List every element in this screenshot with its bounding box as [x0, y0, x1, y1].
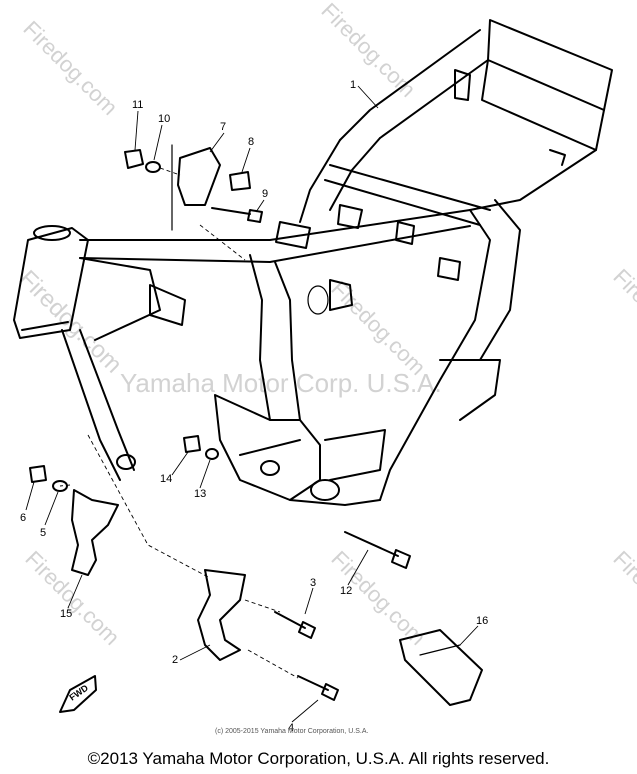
part-9-bolt	[211, 207, 251, 215]
part-7-plate	[177, 147, 221, 206]
watermark-right: Firedog.com	[608, 264, 637, 368]
watermark-yamaha-center: Yamaha Motor Corp. U.S.A.	[120, 368, 442, 398]
fwd-arrow-icon: FWD	[59, 675, 97, 713]
part-2-bracket	[197, 569, 246, 661]
callout-16: 16	[476, 615, 488, 627]
part-15-bracket	[71, 489, 119, 576]
callout-10: 10	[158, 113, 170, 125]
watermark-top-left: Firedog.com	[18, 16, 122, 120]
watermark-bottom-right: Firedog.com	[608, 546, 637, 650]
watermark-top-center: Firedog.com	[316, 0, 420, 102]
watermark-left-middle: Firedog.com	[14, 265, 127, 378]
callout-11: 11	[132, 99, 143, 111]
frame-exploded-diagram: Firedog.com Firedog.com Firedog.com Fire…	[13, 0, 637, 735]
fine-print-copyright: (c) 2005-2015 Yamaha Motor Corporation, …	[215, 728, 368, 735]
callout-14: 14	[160, 473, 172, 485]
watermark-layer: Firedog.com Firedog.com Firedog.com Fire…	[14, 0, 637, 650]
watermark-bottom-center: Firedog.com	[326, 546, 430, 650]
part-10-washer	[145, 161, 161, 173]
callout-12: 12	[340, 585, 352, 597]
callout-4: 4	[288, 722, 294, 734]
callout-15: 15	[60, 608, 72, 620]
callout-1: 1	[350, 79, 356, 91]
part-8-bolt	[229, 171, 251, 191]
part-12-bolt	[344, 531, 399, 557]
callout-2: 2	[172, 654, 178, 666]
part-4-bolt	[297, 675, 329, 691]
part-13-washer	[205, 448, 219, 460]
part-5-washer	[52, 480, 68, 492]
callout-3: 3	[310, 577, 316, 589]
part-3-bolt	[274, 611, 306, 629]
part-11-nut	[124, 149, 144, 169]
part-14-nut	[183, 435, 201, 453]
callout-13: 13	[194, 488, 206, 500]
callout-5: 5	[40, 527, 46, 539]
callout-7: 7	[220, 121, 226, 133]
watermark-center: Firedog.com	[326, 276, 430, 380]
callout-9: 9	[262, 188, 268, 200]
part-callouts: 1 2 3 4 5 6 7 8 9 10 11 12 13 14 15 16	[20, 79, 488, 734]
part-6-nut	[29, 465, 47, 483]
callout-6: 6	[20, 512, 26, 524]
callout-8: 8	[248, 136, 254, 148]
footer-copyright: ©2013 Yamaha Motor Corporation, U.S.A. A…	[87, 749, 550, 768]
main-frame	[13, 19, 613, 506]
part-16-pad	[399, 629, 483, 706]
